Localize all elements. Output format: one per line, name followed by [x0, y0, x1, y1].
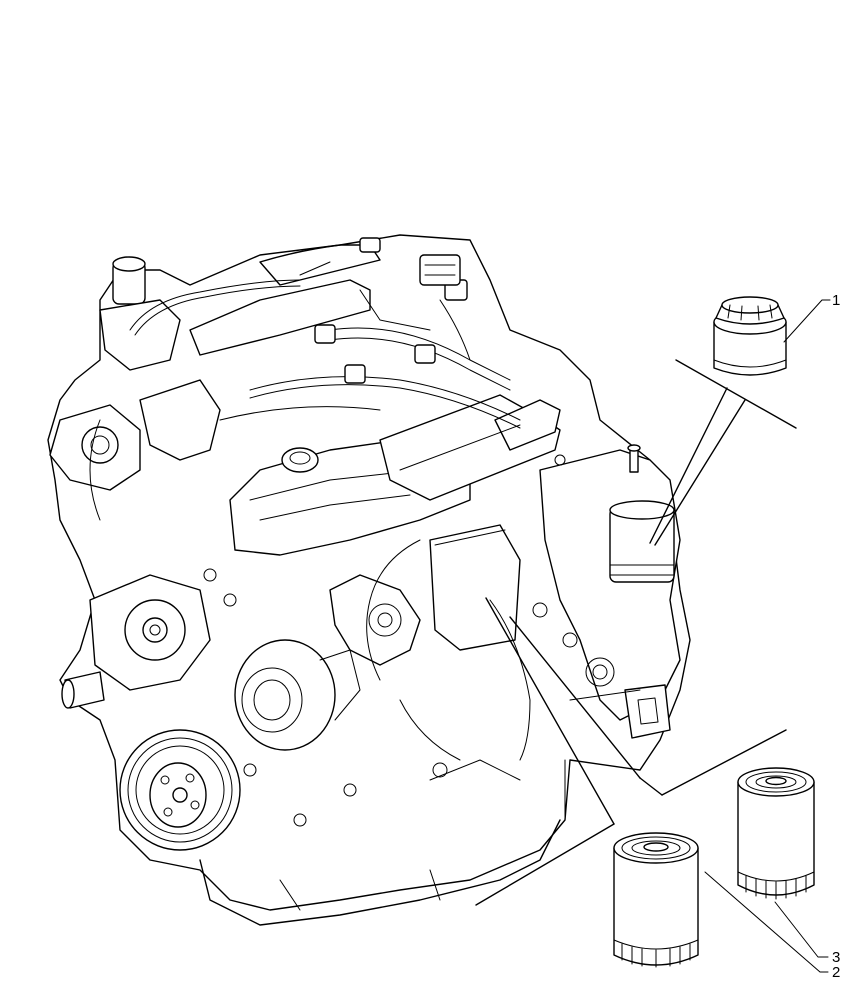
- fuel-filter-large: [613, 832, 699, 968]
- engine-assembly: [47, 234, 691, 926]
- callout-label-3: 3: [832, 949, 840, 966]
- leader-lines: [475, 299, 831, 973]
- callout-label-2: 2: [832, 964, 840, 981]
- callout-label-1: 1: [832, 292, 840, 309]
- oil-filter-small: [713, 296, 787, 376]
- oil-filter-large: [737, 767, 815, 900]
